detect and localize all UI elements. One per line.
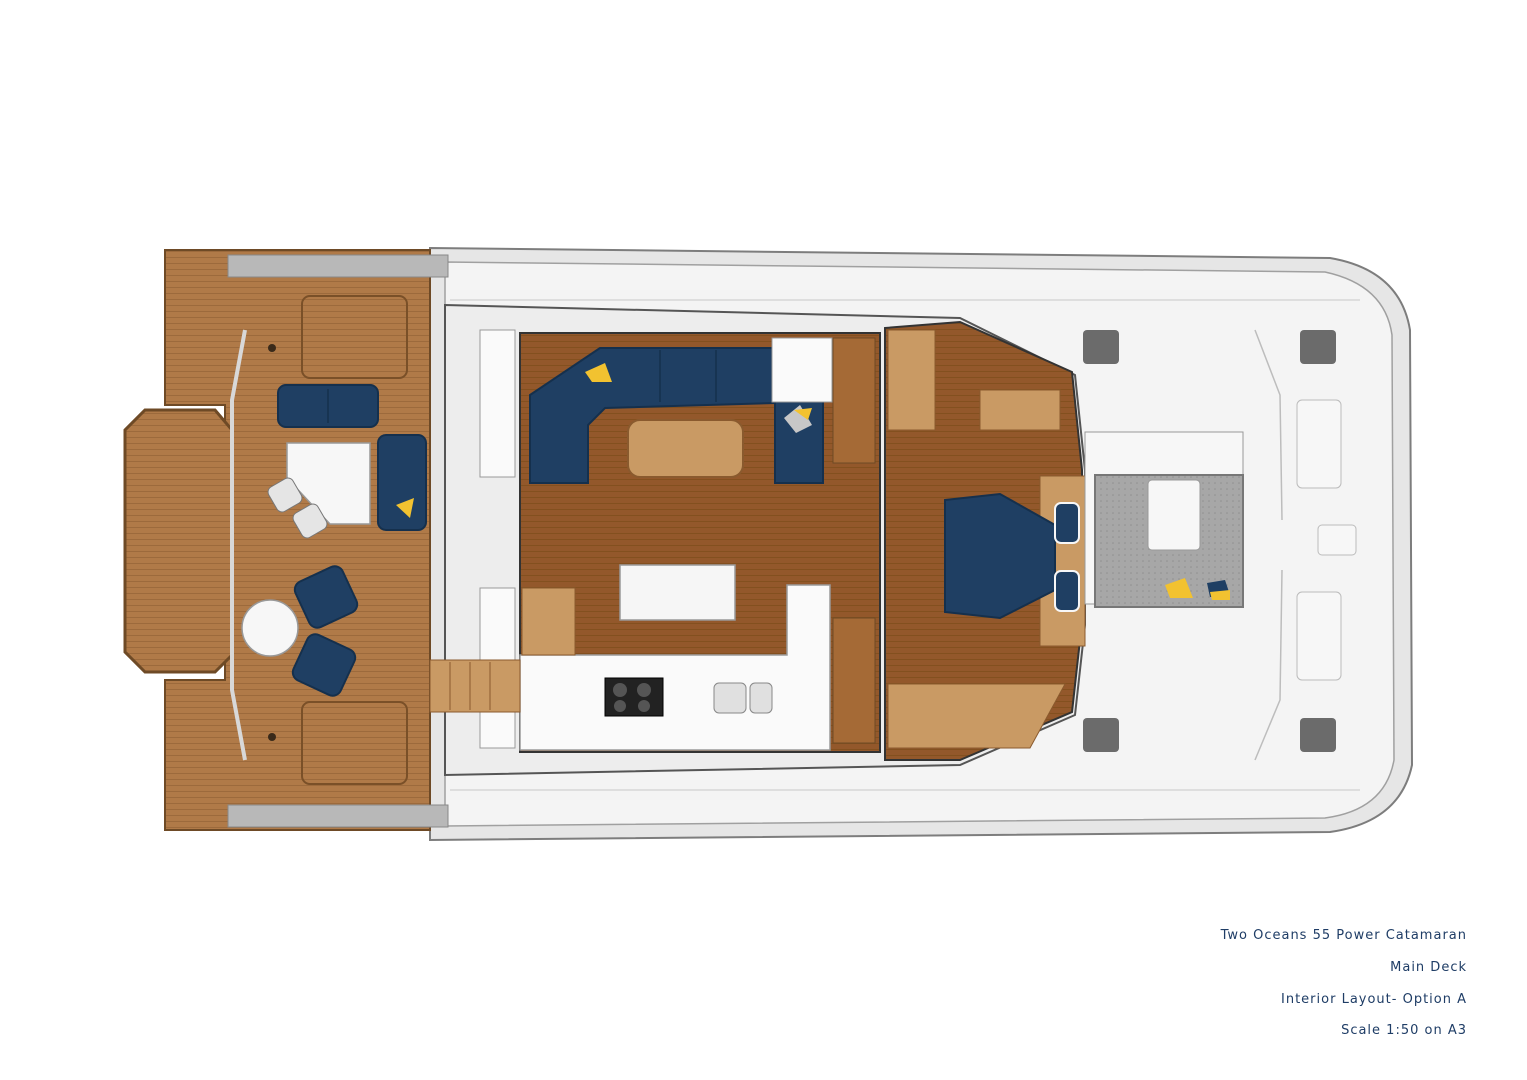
helm-chair-2[interactable] xyxy=(291,502,329,540)
foredeck-locker-2[interactable] xyxy=(1296,591,1342,681)
caption-layout: Interior Layout- Option A xyxy=(1281,992,1467,1007)
bulkhead-aft-port xyxy=(479,329,516,478)
pillow-2[interactable] xyxy=(1054,570,1080,612)
cushion-yellow xyxy=(794,408,812,420)
caption-title: Two Oceans 55 Power Catamaran xyxy=(1220,928,1467,943)
sink-1[interactable] xyxy=(713,682,747,714)
foredeck-locker-1[interactable] xyxy=(1296,399,1342,489)
foredeck-table[interactable] xyxy=(1147,479,1201,551)
caption-scale: Scale 1:50 on A3 xyxy=(1341,1023,1467,1038)
cushion-grey xyxy=(784,405,812,433)
fore-hatch-4[interactable] xyxy=(1300,718,1336,752)
pillow-1[interactable] xyxy=(1054,502,1080,544)
stairs-port[interactable] xyxy=(832,337,876,464)
cooktop[interactable] xyxy=(604,677,664,717)
foredeck xyxy=(1083,330,1357,752)
cushion-yellow xyxy=(396,498,414,518)
sink-2[interactable] xyxy=(749,682,773,714)
fore-hatch-3[interactable] xyxy=(1083,718,1119,752)
dining-table[interactable] xyxy=(627,419,744,478)
armchair-1[interactable] xyxy=(292,563,360,630)
drain-starboard xyxy=(268,733,276,741)
deck-hatch-starboard[interactable] xyxy=(301,701,408,785)
stairs-starboard[interactable] xyxy=(832,617,876,744)
cushion-yellow xyxy=(585,363,612,382)
owners-cabin xyxy=(884,320,1086,761)
foredeck-step[interactable] xyxy=(1317,524,1357,556)
cockpit-table[interactable] xyxy=(286,442,371,525)
fore-hatch-2[interactable] xyxy=(1300,330,1336,364)
galley-island[interactable] xyxy=(619,564,736,621)
deck-hatch-port[interactable] xyxy=(301,295,408,379)
cockpit-seating xyxy=(241,384,427,698)
saloon xyxy=(429,332,881,753)
fore-hatch-1[interactable] xyxy=(1083,330,1119,364)
aft-cockpit xyxy=(123,249,449,831)
aft-step-port[interactable] xyxy=(227,254,449,278)
cushion-yellow xyxy=(1210,590,1230,600)
sofa-side[interactable] xyxy=(377,434,427,531)
caption-deck: Main Deck xyxy=(1390,960,1467,975)
aft-step-starboard[interactable] xyxy=(227,804,449,828)
galley-cabinet[interactable] xyxy=(521,587,576,656)
aft-stairs[interactable] xyxy=(429,659,521,713)
cushion-yellow xyxy=(1165,578,1193,598)
hull-stairs xyxy=(832,337,876,744)
wardrobe-port[interactable] xyxy=(979,389,1061,431)
armchair-2[interactable] xyxy=(290,631,358,698)
desk-starboard[interactable] xyxy=(887,683,1066,749)
bedside-port[interactable] xyxy=(887,329,936,431)
swim-platform[interactable] xyxy=(123,408,234,674)
helm-chair-1[interactable] xyxy=(266,476,304,514)
dinette-sofa[interactable] xyxy=(529,347,776,484)
round-table[interactable] xyxy=(241,599,299,657)
drain-port xyxy=(268,344,276,352)
cabinet[interactable] xyxy=(771,337,833,403)
